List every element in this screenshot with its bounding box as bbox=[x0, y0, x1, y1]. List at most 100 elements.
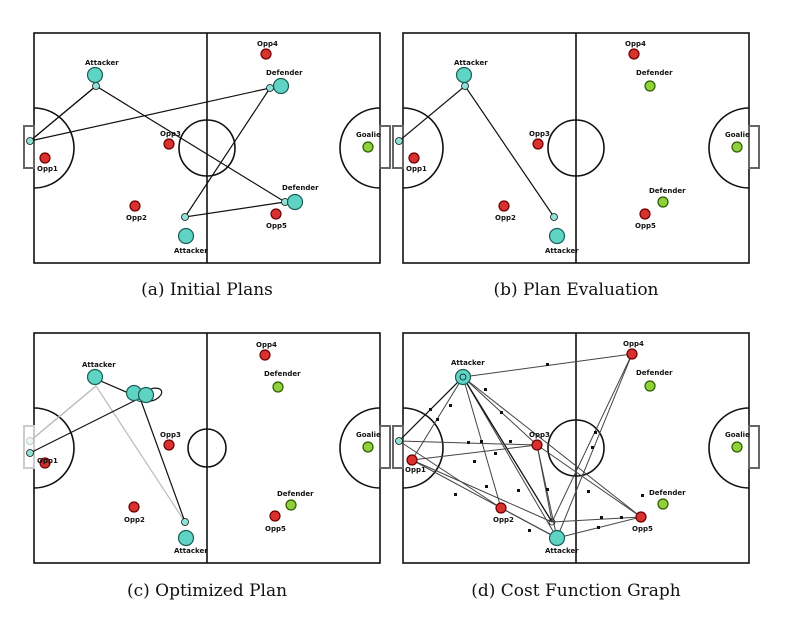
player-label: Opp1 bbox=[405, 466, 426, 474]
player-label: Attacker bbox=[174, 547, 208, 555]
player-label: Opp2 bbox=[493, 516, 514, 524]
players: Attacker Attacker Defender Defender Goal… bbox=[37, 40, 381, 255]
player-opp5: Opp5 bbox=[632, 511, 653, 533]
player-label: Defender bbox=[649, 187, 686, 195]
soccer-field bbox=[23, 32, 391, 264]
player-label: Opp3 bbox=[529, 431, 550, 439]
player-label: Opp4 bbox=[257, 40, 278, 48]
player-attacker-bottom: Attacker bbox=[174, 529, 208, 555]
player-attacker-top: Attacker bbox=[82, 361, 116, 386]
player-label: Defender bbox=[264, 370, 301, 378]
panel-initial-plans: Attacker Attacker Defender Defender Goal… bbox=[23, 32, 391, 300]
player-opp4: Opp4 bbox=[257, 40, 278, 60]
players: Attacker Attacker Defender Defender Goal… bbox=[406, 40, 750, 255]
player-label: Goalie bbox=[356, 131, 381, 139]
player-label: Opp2 bbox=[495, 214, 516, 222]
player-opp2: Opp2 bbox=[493, 502, 514, 524]
player-opp4: Opp4 bbox=[256, 341, 277, 361]
player-opp2: Opp2 bbox=[495, 200, 516, 222]
player-attacker-bottom: Attacker bbox=[174, 227, 208, 255]
player-label: Opp5 bbox=[266, 222, 287, 230]
player-label: Opp4 bbox=[625, 40, 646, 48]
players: Attacker Attacker Defender Defender Goal… bbox=[37, 341, 381, 555]
player-attacker-top: Attacker bbox=[85, 59, 119, 84]
soccer-field bbox=[392, 332, 760, 564]
player-defender-top: Defender bbox=[636, 69, 673, 92]
plan-lines bbox=[29, 85, 286, 218]
player-label: Attacker bbox=[451, 359, 485, 367]
player-opp4: Opp4 bbox=[623, 340, 644, 360]
player-label: Attacker bbox=[545, 247, 579, 255]
player-label: Opp1 bbox=[37, 457, 58, 465]
player-label: Defender bbox=[636, 369, 673, 377]
player-label: Opp2 bbox=[126, 214, 147, 222]
player-label: Goalie bbox=[356, 431, 381, 439]
panel-optimized-plan: Attacker Attacker Defender Defender Goal… bbox=[23, 332, 391, 601]
player-goalie: Goalie bbox=[725, 431, 750, 453]
player-label: Attacker bbox=[174, 247, 208, 255]
player-goalie: Goalie bbox=[356, 431, 381, 453]
player-label: Opp5 bbox=[632, 525, 653, 533]
player-label: Goalie bbox=[725, 131, 750, 139]
player-attacker-top: Attacker bbox=[454, 59, 488, 84]
player-label: Defender bbox=[649, 489, 686, 497]
player-defender-top: Defender bbox=[264, 370, 301, 393]
player-label: Attacker bbox=[82, 361, 116, 369]
player-label: Opp3 bbox=[160, 130, 181, 138]
player-opp3: Opp3 bbox=[529, 130, 550, 150]
player-label: Attacker bbox=[545, 547, 579, 555]
player-goalie: Goalie bbox=[725, 131, 750, 153]
cost-graph-factor-nodes bbox=[429, 363, 644, 532]
soccer-field bbox=[23, 332, 391, 564]
player-opp4: Opp4 bbox=[625, 40, 646, 60]
player-opp2: Opp2 bbox=[126, 200, 147, 222]
plan-lines bbox=[398, 85, 555, 218]
player-defender-bottom: Defender bbox=[282, 184, 319, 211]
player-label: Opp4 bbox=[256, 341, 277, 349]
player-goalie: Goalie bbox=[356, 131, 381, 153]
player-attacker-top: Attacker bbox=[451, 359, 485, 386]
player-label: Defender bbox=[277, 490, 314, 498]
player-opp1: Opp1 bbox=[395, 437, 426, 474]
player-opp1: Opp1 bbox=[37, 152, 58, 173]
player-label: Goalie bbox=[725, 431, 750, 439]
panel-caption: (b) Plan Evaluation bbox=[493, 280, 658, 300]
panel-caption: (c) Optimized Plan bbox=[127, 581, 287, 601]
player-opp5: Opp5 bbox=[266, 208, 287, 230]
waypoints bbox=[395, 82, 558, 221]
player-label: Opp4 bbox=[623, 340, 644, 348]
player-label: Opp1 bbox=[37, 165, 58, 173]
player-label: Opp3 bbox=[160, 431, 181, 439]
player-opp5: Opp5 bbox=[265, 510, 286, 533]
panel-cost-function-graph: Attacker Attacker Defender Defender Goal… bbox=[392, 332, 760, 601]
player-defender-top: Defender bbox=[266, 69, 303, 95]
player-defender-bottom: Defender bbox=[649, 489, 686, 510]
player-opp1: Opp1 bbox=[406, 152, 427, 173]
plan-lines bbox=[29, 378, 186, 523]
player-label: Opp5 bbox=[635, 222, 656, 230]
player-opp1: Opp1 bbox=[37, 457, 58, 469]
panel-plan-evaluation: Attacker Attacker Defender Defender Goal… bbox=[392, 32, 760, 300]
player-label: Opp1 bbox=[406, 165, 427, 173]
player-opp2: Opp2 bbox=[124, 501, 145, 524]
player-label: Opp2 bbox=[124, 516, 145, 524]
player-label: Opp5 bbox=[265, 525, 286, 533]
player-attacker-bottom: Attacker bbox=[545, 518, 579, 555]
player-attacker-moved bbox=[125, 384, 155, 404]
player-attacker-bottom: Attacker bbox=[545, 227, 579, 255]
player-label: Opp3 bbox=[529, 130, 550, 138]
player-label: Defender bbox=[282, 184, 319, 192]
panel-caption: (a) Initial Plans bbox=[141, 280, 273, 300]
player-defender-bottom: Defender bbox=[649, 187, 686, 208]
waypoints bbox=[26, 82, 289, 221]
player-opp3: Opp3 bbox=[160, 130, 181, 150]
soccer-field bbox=[392, 32, 760, 264]
player-label: Defender bbox=[266, 69, 303, 77]
player-opp3: Opp3 bbox=[529, 431, 550, 451]
players: Attacker Attacker Defender Defender Goal… bbox=[395, 340, 750, 555]
player-defender-bottom: Defender bbox=[277, 490, 314, 511]
player-label: Defender bbox=[636, 69, 673, 77]
player-label: Attacker bbox=[454, 59, 488, 67]
player-label: Attacker bbox=[85, 59, 119, 67]
